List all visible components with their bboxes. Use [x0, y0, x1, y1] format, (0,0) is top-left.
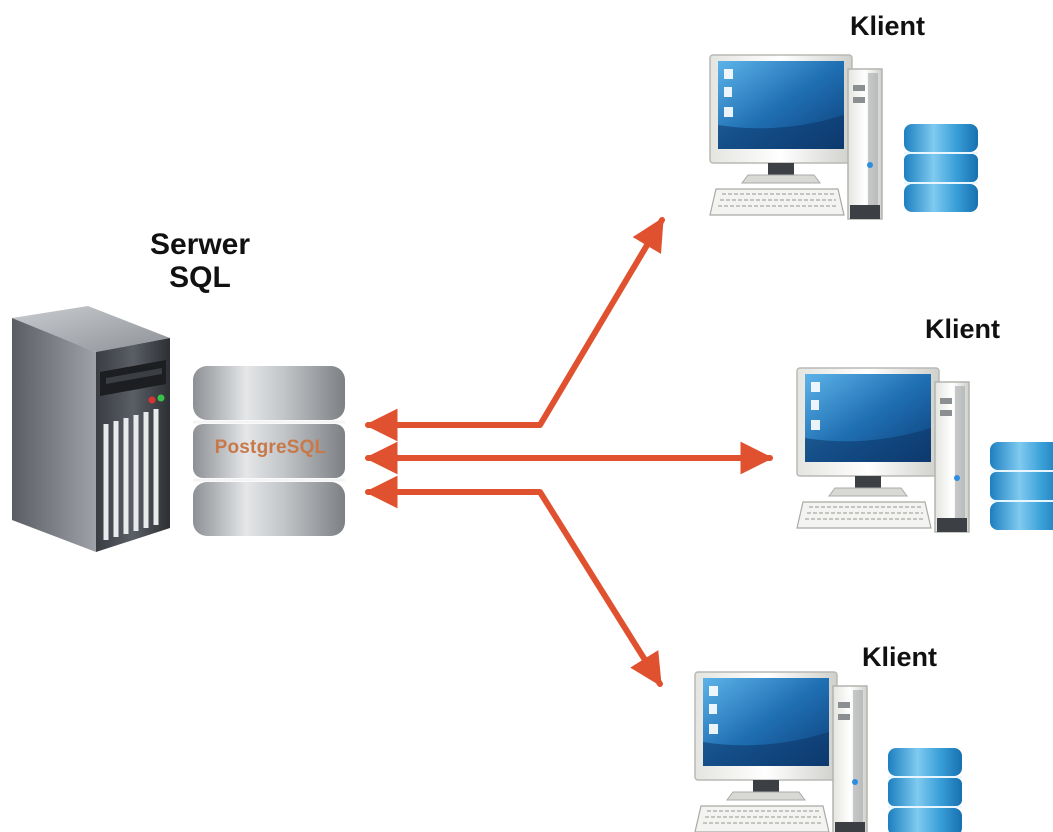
arrow-to-client-3: [364, 475, 663, 687]
server-tower-icon: [12, 306, 170, 552]
client-1-title: Klient: [850, 11, 926, 41]
database-stack-icon: [989, 441, 1053, 531]
server-title-line1: Serwer: [149, 228, 251, 261]
desktop-computer-icon: [796, 367, 970, 533]
desktop-computer-icon: [694, 671, 868, 832]
client-2: [796, 367, 1053, 533]
server-title-line2: SQL: [169, 261, 231, 294]
connection-arrows: [364, 217, 774, 687]
desktop-computer-icon: [709, 54, 883, 220]
server-title: Serwer SQL: [120, 228, 280, 294]
client-3-title: Klient: [862, 642, 938, 672]
database-stack-icon: [887, 747, 963, 832]
client-1: [709, 54, 979, 220]
client-2-title: Klient: [925, 314, 1001, 344]
client-3: [694, 671, 963, 832]
database-cylinder-icon: [193, 366, 345, 536]
arrow-to-client-1: [364, 217, 665, 442]
database-label: PostgreSQL: [214, 437, 327, 458]
database-stack-icon: [903, 123, 979, 213]
